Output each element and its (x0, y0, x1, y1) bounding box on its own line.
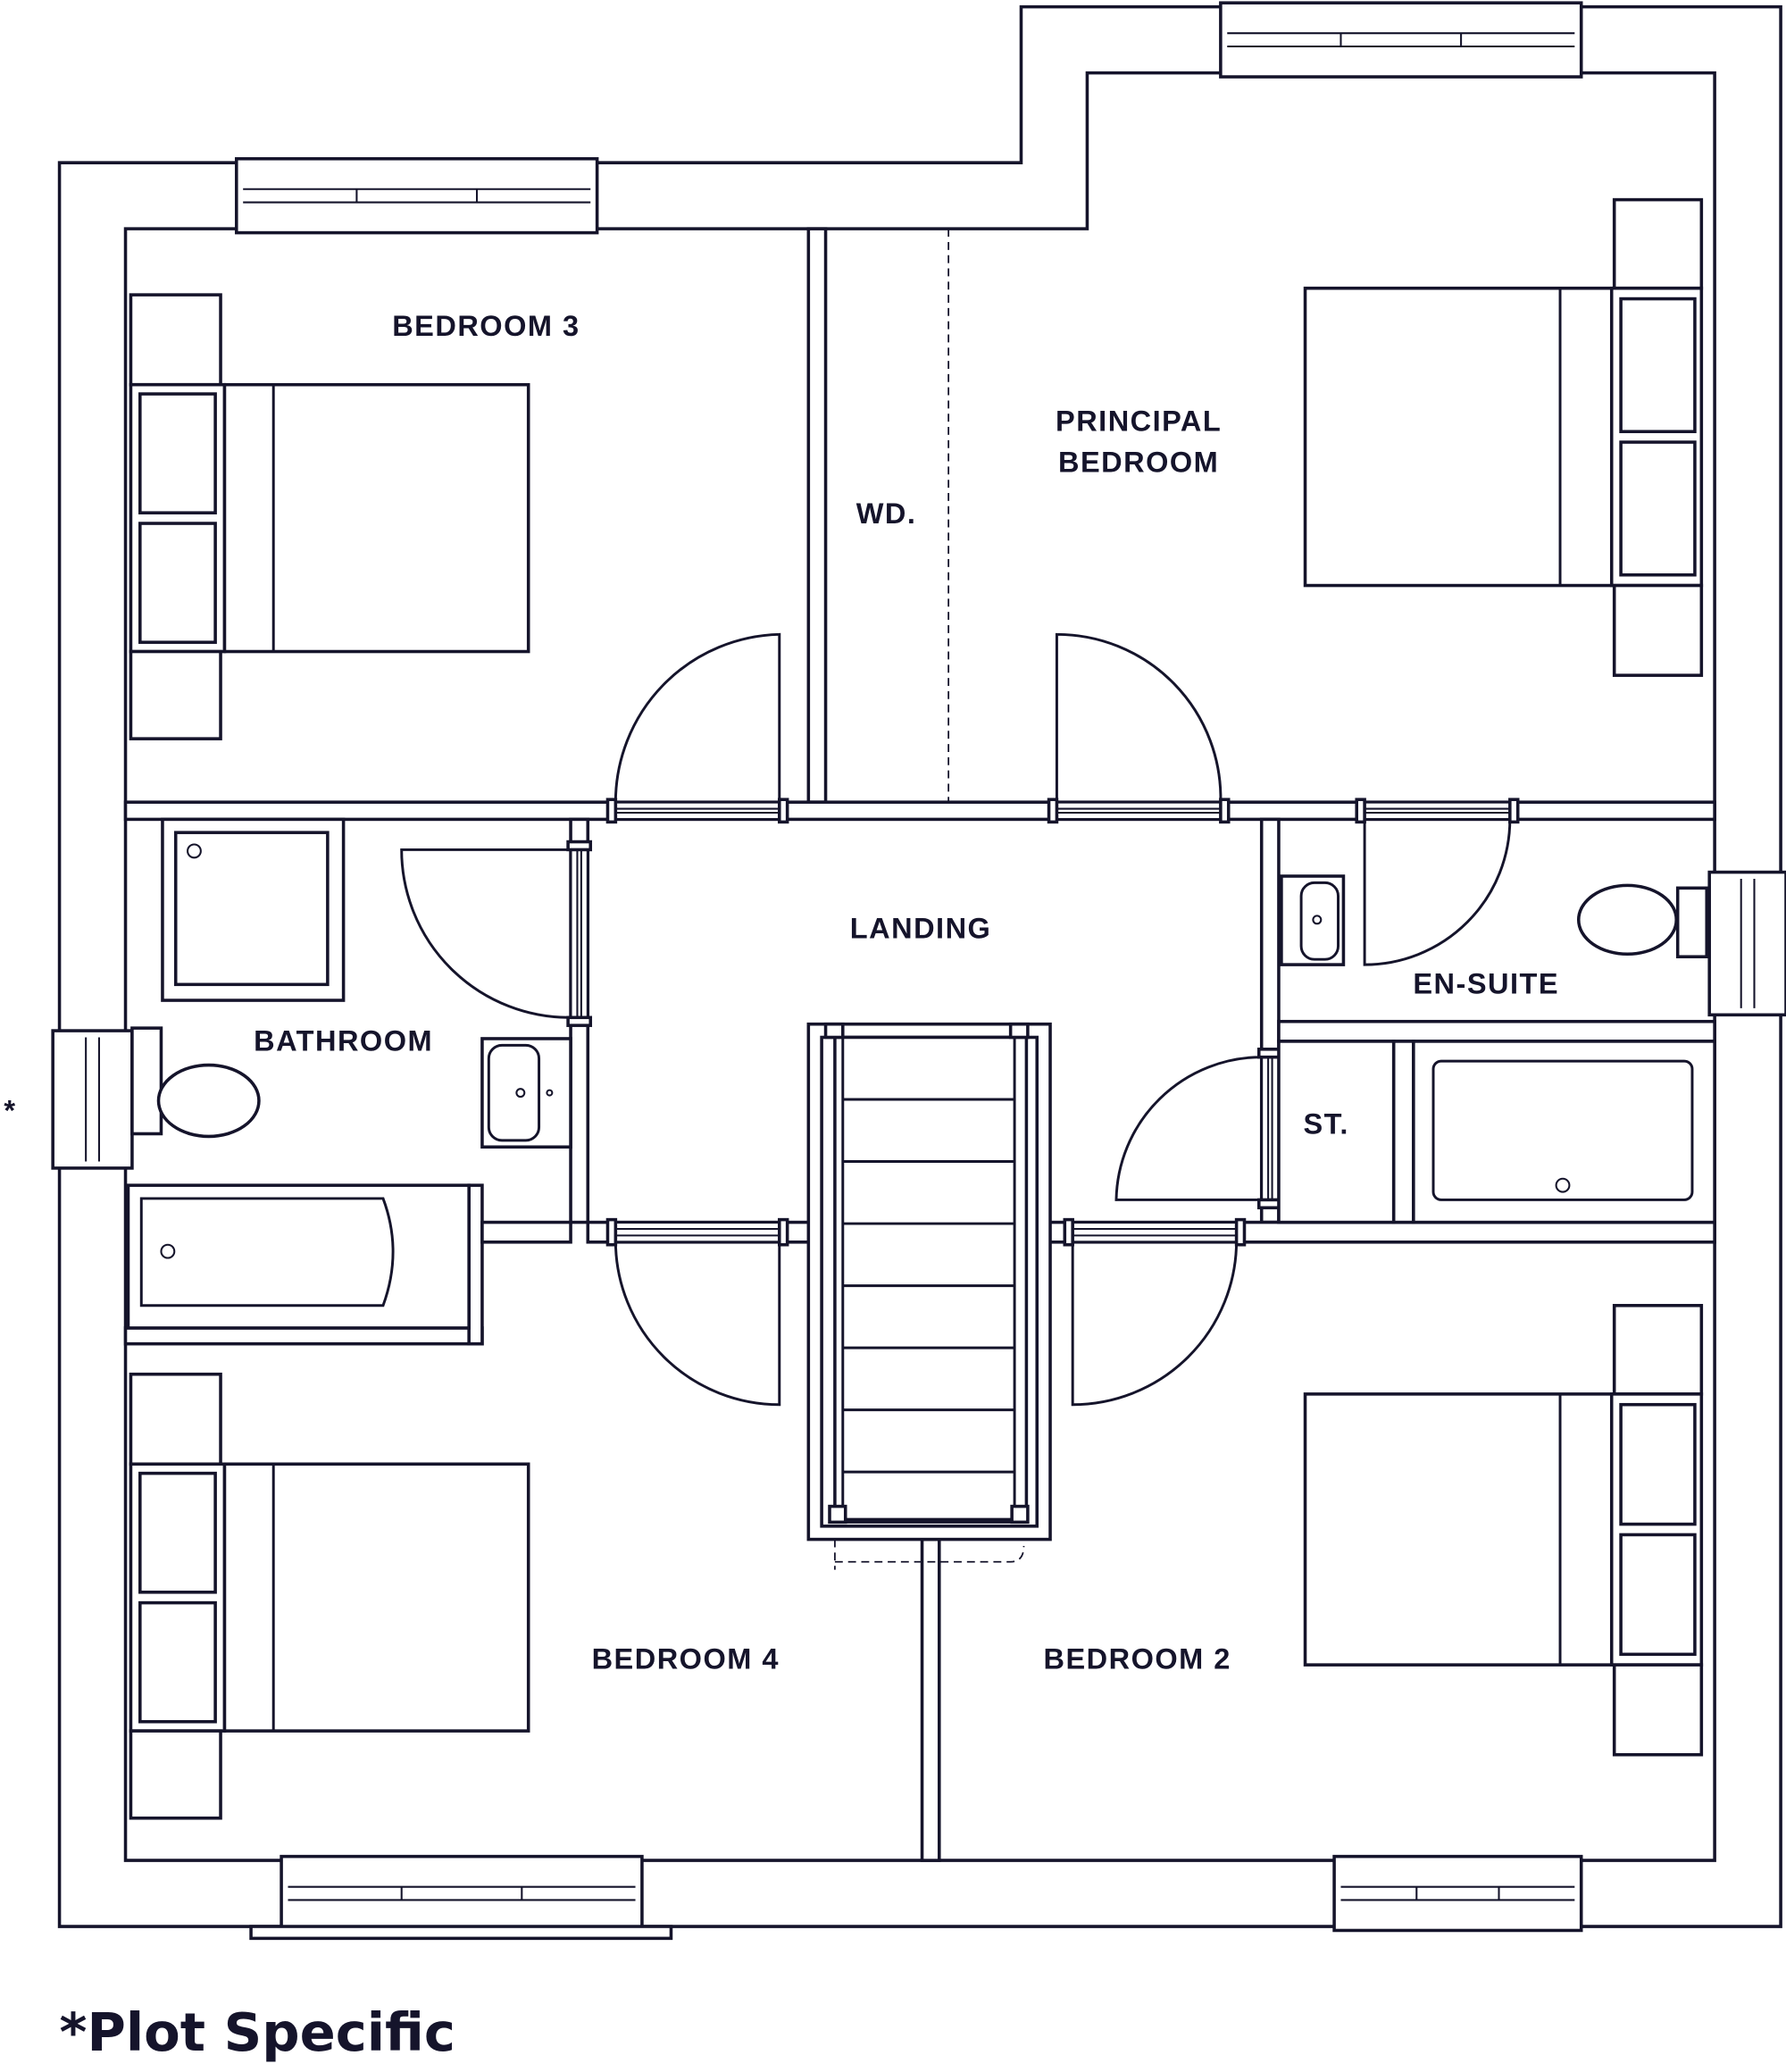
label-bedroom-3: BEDROOM 3 (392, 310, 580, 342)
room-labels: BEDROOM 3 PRINCIPAL BEDROOM WD. LANDING … (4, 310, 1559, 2063)
wc-cistern (130, 1026, 163, 1136)
door-jamb (566, 1015, 593, 1027)
door-swing-ensuite (1363, 819, 1512, 966)
newel-post (1010, 1504, 1030, 1525)
window-sill-bedroom4 (249, 1925, 673, 1941)
footnote: *Plot Specific (60, 2001, 455, 2063)
wall-bed4-bed2 (920, 1537, 941, 1862)
ensuite-bath-inner (1431, 1059, 1694, 1201)
wc-bowl (156, 1063, 261, 1139)
door-swing-principal (1055, 632, 1223, 803)
pillow (1619, 297, 1697, 433)
door-opening (1072, 1224, 1237, 1241)
door-jamb (1063, 1217, 1074, 1247)
window-bedroom2 (1332, 1854, 1583, 1933)
wall-bath-side (467, 1183, 484, 1346)
wall-store-bath (1391, 1040, 1415, 1224)
asterisk-mark: * (4, 1095, 16, 1127)
door-swing-bedroom3 (613, 632, 781, 803)
door-jamb (1355, 798, 1366, 824)
ensuite-bath-drain (1555, 1177, 1571, 1193)
door-jamb (566, 840, 593, 852)
door-opening (615, 803, 780, 818)
door-jamb (778, 1217, 789, 1247)
label-ensuite: EN-SUITE (1413, 968, 1559, 1000)
door-opening (1056, 803, 1221, 818)
door-opening (572, 849, 587, 1018)
basin-tap (546, 1089, 554, 1097)
wall-ensuite-bath (1277, 1019, 1716, 1043)
ensuite-basin-bowl (1299, 881, 1340, 961)
wall-horizontal-upper (123, 800, 1716, 822)
wall-bed3-wardrobe (806, 227, 828, 804)
label-wardrobe: WD. (856, 497, 917, 530)
window-principal (1219, 1, 1583, 79)
newel-post (823, 1022, 845, 1040)
stair-flight (833, 1035, 1029, 1522)
label-landing: LANDING (850, 913, 992, 945)
newel-post (828, 1504, 847, 1525)
store-cupboard (1277, 1040, 1396, 1224)
bedside-table (1612, 583, 1704, 677)
door-jamb (778, 798, 789, 824)
bedside-table (129, 293, 222, 387)
pillow (138, 1471, 217, 1594)
ensuite-bath (1412, 1040, 1716, 1224)
bedside-table (129, 649, 222, 740)
label-store: ST. (1303, 1107, 1348, 1140)
basin-bowl (487, 1043, 541, 1142)
window-bedroom3 (235, 156, 599, 235)
shower-drain (187, 843, 202, 859)
bath-drain (160, 1243, 176, 1259)
door-jamb (1047, 798, 1059, 824)
ensuite-wc-bowl (1576, 883, 1678, 957)
plan-drawing (51, 1, 1786, 1941)
label-bathroom: BATHROOM (254, 1024, 433, 1057)
basin-tap (1312, 915, 1323, 925)
label-principal-1: PRINCIPAL (1056, 405, 1222, 437)
door-swing-bedroom2 (1071, 1241, 1239, 1407)
label-principal-2: BEDROOM (1058, 446, 1219, 478)
door-swing-bathroom (400, 848, 572, 1019)
pillow (1619, 440, 1697, 577)
door-swing-bedroom4 (613, 1241, 781, 1407)
pillow (138, 522, 217, 644)
door-opening (615, 1224, 780, 1241)
bed-bedroom2 (1303, 1392, 1614, 1667)
label-bedroom-2: BEDROOM 2 (1044, 1643, 1231, 1675)
door-jamb (1234, 1217, 1247, 1247)
door-jamb (605, 798, 618, 824)
bed-bedroom3 (222, 382, 530, 654)
bedside-table (1612, 1304, 1704, 1396)
bed-bedroom4 (222, 1462, 530, 1733)
wall-bath-step (480, 1220, 572, 1244)
bedside-table (129, 1729, 222, 1820)
window-bathroom (51, 1029, 134, 1170)
bath-inner (139, 1197, 395, 1308)
ensuite-wc-cistern (1675, 886, 1709, 959)
door-opening (1365, 803, 1510, 818)
bed-principal (1303, 286, 1614, 588)
door-swing-store (1114, 1056, 1262, 1201)
pillow (138, 392, 217, 514)
pillow (1619, 1533, 1697, 1657)
newel-post (1008, 1022, 1030, 1040)
pillow (138, 1600, 217, 1724)
label-bedroom-4: BEDROOM 4 (592, 1643, 780, 1675)
door-jamb (1508, 798, 1520, 824)
under-stair-line (834, 1539, 1025, 1570)
door-opening (1263, 1057, 1278, 1200)
shower-inner (173, 831, 330, 987)
window-ensuite (1707, 870, 1786, 1017)
bedside-table (1612, 1663, 1704, 1757)
bedside-table (1612, 197, 1704, 290)
wall-bathroom-bottom (123, 1326, 484, 1346)
pillow (1619, 1402, 1697, 1526)
door-jamb (1219, 798, 1231, 824)
basin-unit (480, 1037, 572, 1149)
window-bedroom4 (280, 1854, 644, 1933)
bedside-table (129, 1372, 222, 1466)
door-jamb (605, 1217, 618, 1247)
basin-tap (515, 1088, 526, 1099)
